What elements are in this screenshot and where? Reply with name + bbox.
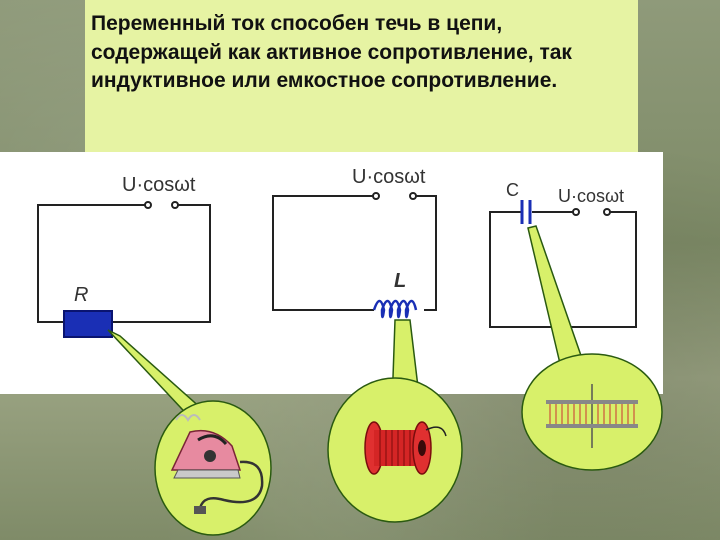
circuit-inductor bbox=[272, 192, 437, 311]
heading-box: Переменный ток способен течь в цепи, сод… bbox=[85, 0, 638, 152]
capacitor-symbol bbox=[520, 200, 532, 224]
source-label-2: U·cosωt bbox=[352, 166, 426, 188]
resistor-label: R bbox=[74, 284, 89, 306]
capacitor-plates-icon bbox=[546, 384, 638, 448]
wire-coil-icon bbox=[364, 421, 447, 475]
resistor-symbol bbox=[63, 310, 113, 338]
callout-pointers bbox=[107, 225, 588, 425]
inductor-symbol bbox=[372, 299, 418, 319]
capacitor-label: C bbox=[506, 180, 519, 200]
source-label-1: U·cosωt bbox=[122, 174, 196, 196]
circuit-resistor bbox=[37, 201, 211, 323]
electric-iron-icon bbox=[170, 414, 264, 514]
inductor-label: L bbox=[394, 270, 407, 292]
source-label-3: U·cosωt bbox=[558, 186, 625, 206]
heading-text: Переменный ток способен течь в цепи, сод… bbox=[91, 12, 572, 92]
